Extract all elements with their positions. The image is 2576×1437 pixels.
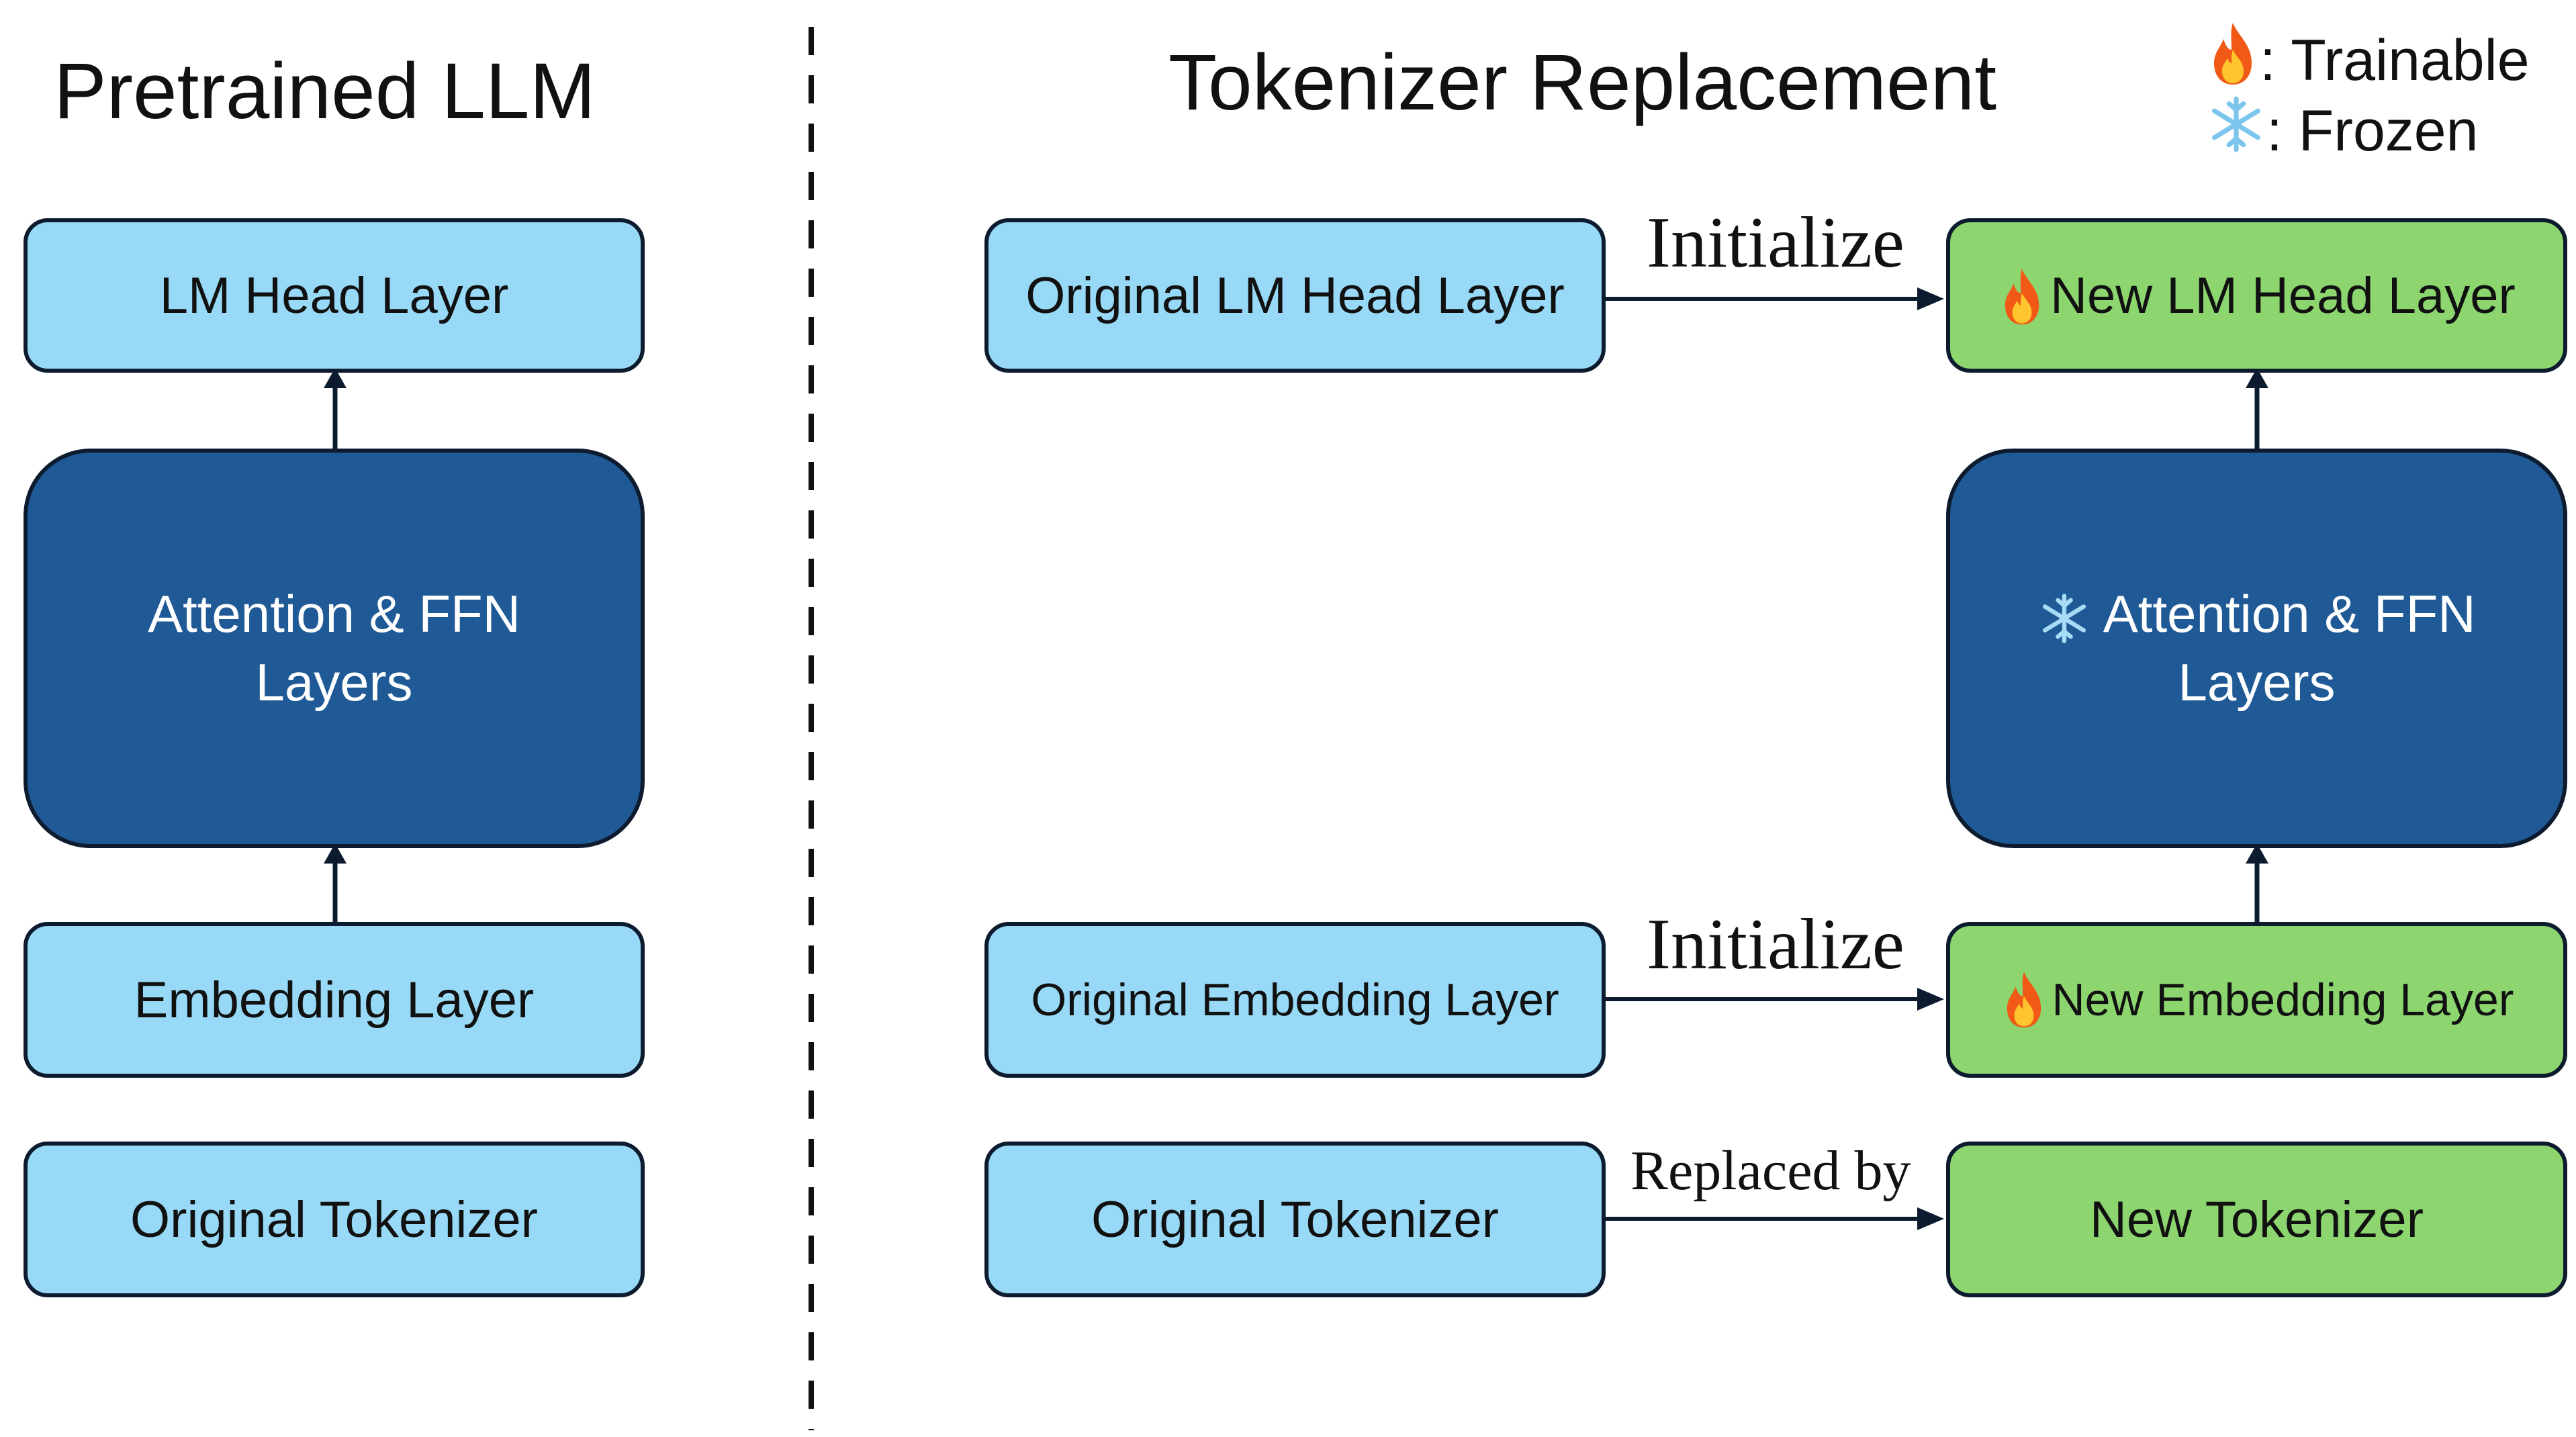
arrow-attention-to-lmhead	[324, 368, 347, 451]
new-embedding-layer-label: New Embedding Layer	[2052, 974, 2514, 1025]
right-attention-ffn-label-line2: Layers	[2178, 652, 2336, 712]
arrow-right-attention-to-lmhead	[2246, 368, 2268, 451]
arrow-initialize-embedding	[1605, 988, 1944, 1011]
new-embedding-layer-box: New Embedding Layer	[1946, 922, 2567, 1078]
legend-frozen: : Frozen	[2206, 94, 2478, 169]
new-tokenizer-label: New Tokenizer	[2089, 1191, 2424, 1248]
arrow-embedding-to-attention	[324, 843, 347, 923]
right-attention-ffn-line1: Attention & FFN	[2037, 580, 2476, 648]
attention-ffn-label-line1: Attention & FFN	[148, 584, 520, 644]
edge-label-initialize-embedding: Initialize	[1647, 905, 1904, 984]
right-attention-ffn-box: Attention & FFN Layers	[1946, 449, 2567, 848]
embedding-layer-label: Embedding Layer	[134, 971, 535, 1029]
original-embedding-layer-box: Original Embedding Layer	[984, 922, 1606, 1078]
original-tokenizer-label: Original Tokenizer	[130, 1191, 538, 1248]
legend-trainable-label: : Trainable	[2260, 28, 2530, 93]
arrow-right-embedding-to-attention	[2246, 843, 2268, 923]
right-original-tokenizer-label: Original Tokenizer	[1091, 1191, 1499, 1248]
original-lm-head-layer-label: Original LM Head Layer	[1025, 267, 1565, 324]
snowflake-icon	[2037, 580, 2091, 648]
fire-icon	[1998, 264, 2046, 327]
original-tokenizer-box: Original Tokenizer	[24, 1142, 645, 1297]
left-title: Pretrained LLM	[54, 47, 596, 136]
legend-frozen-label: : Frozen	[2266, 99, 2479, 163]
fire-icon	[2000, 970, 2048, 1030]
fire-icon	[2206, 20, 2260, 101]
original-lm-head-layer-box: Original LM Head Layer	[984, 218, 1606, 373]
edge-label-initialize-head: Initialize	[1647, 203, 1904, 283]
right-attention-ffn-label-line1: Attention & FFN	[2103, 584, 2476, 644]
snowflake-icon	[2206, 94, 2266, 169]
right-title: Tokenizer Replacement	[1168, 38, 1997, 127]
arrow-replaced-by	[1605, 1207, 1944, 1230]
lm-head-layer-box: LM Head Layer	[24, 218, 645, 373]
edge-label-replaced-by: Replaced by	[1630, 1140, 1911, 1202]
arrow-initialize-head	[1605, 287, 1944, 310]
new-lm-head-layer-box: New LM Head Layer	[1946, 218, 2567, 373]
right-original-tokenizer-box: Original Tokenizer	[984, 1142, 1606, 1297]
attention-ffn-label-line2: Layers	[255, 652, 413, 712]
attention-ffn-box: Attention & FFN Layers	[24, 449, 645, 848]
lm-head-layer-label: LM Head Layer	[159, 267, 509, 324]
embedding-layer-box: Embedding Layer	[24, 922, 645, 1078]
new-tokenizer-box: New Tokenizer	[1946, 1142, 2567, 1297]
new-lm-head-layer-label: New LM Head Layer	[2050, 267, 2516, 324]
legend-trainable: : Trainable	[2206, 20, 2530, 101]
original-embedding-layer-label: Original Embedding Layer	[1031, 974, 1559, 1025]
